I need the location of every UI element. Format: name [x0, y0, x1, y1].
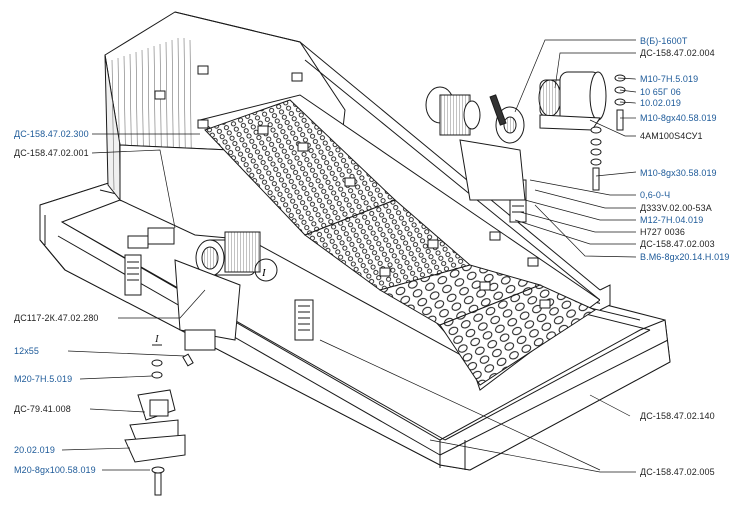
label-m10-8gx30[interactable]: М10-8gx30.58.019 [640, 168, 717, 178]
screen-box [104, 11, 611, 391]
label-d333v: Д333V.02.00-53А [640, 203, 712, 213]
label-12x55[interactable]: 12х55 [14, 346, 40, 356]
label-ds-158-003: ДС-158.47.02.003 [640, 239, 715, 249]
detail-assembly [124, 353, 194, 496]
view-circle [254, 258, 278, 282]
leader-lines-right [319, 39, 637, 473]
label-m10-8gx40[interactable]: М10-8gx40.58.019 [640, 113, 717, 123]
label-ds-158-001: ДС-158.47.02.001 [14, 148, 89, 158]
label-m20-7n[interactable]: М20-7Н.5.019 [14, 374, 73, 384]
leader-lines-left [61, 133, 206, 471]
label-ds-158-140: ДС-158.47.02.140 [640, 411, 715, 421]
label-10-02-019[interactable]: 10.02.019 [640, 98, 681, 108]
label-m20-8gx100[interactable]: М20-8gx100.58.019 [14, 465, 96, 475]
left-bracket [127, 227, 175, 249]
label-20-02-019[interactable]: 20.02.019 [14, 445, 55, 455]
label-m12-7n[interactable]: М12-7Н.04.019 [640, 215, 704, 225]
view-mark-main: I [261, 267, 267, 279]
drive-top [425, 86, 526, 201]
label-10-65g-06[interactable]: 10 65Г 06 [640, 87, 681, 97]
motor-assembly [489, 71, 607, 144]
label-ds-158-004: ДС-158.47.02.004 [640, 48, 715, 58]
vibrator-left [174, 231, 261, 351]
label-ds-158-300[interactable]: ДС-158.47.02.300 [14, 129, 89, 139]
label-ds-79: ДС-79.41.008 [14, 404, 71, 414]
label-0-6-0-ch[interactable]: 0,6-0-Ч [640, 190, 671, 200]
label-v-m6[interactable]: В.М6-8gx20.14.Н.019 [640, 252, 730, 262]
fastener-stack [590, 74, 626, 191]
label-m10-7n-5-019[interactable]: М10-7Н.5.019 [640, 74, 699, 84]
label-4am100s4su1: 4АМ100S4СУ1 [640, 131, 703, 141]
label-n727: Н727 0036 [640, 227, 685, 237]
label-ds117-2k: ДС117-2К.47.02.280 [14, 313, 99, 323]
view-mark-detail: I [154, 333, 160, 345]
label-b-1600t[interactable]: В(Б)-1600Т [640, 36, 688, 46]
label-ds-158-005: ДС-158.47.02.005 [640, 467, 715, 477]
